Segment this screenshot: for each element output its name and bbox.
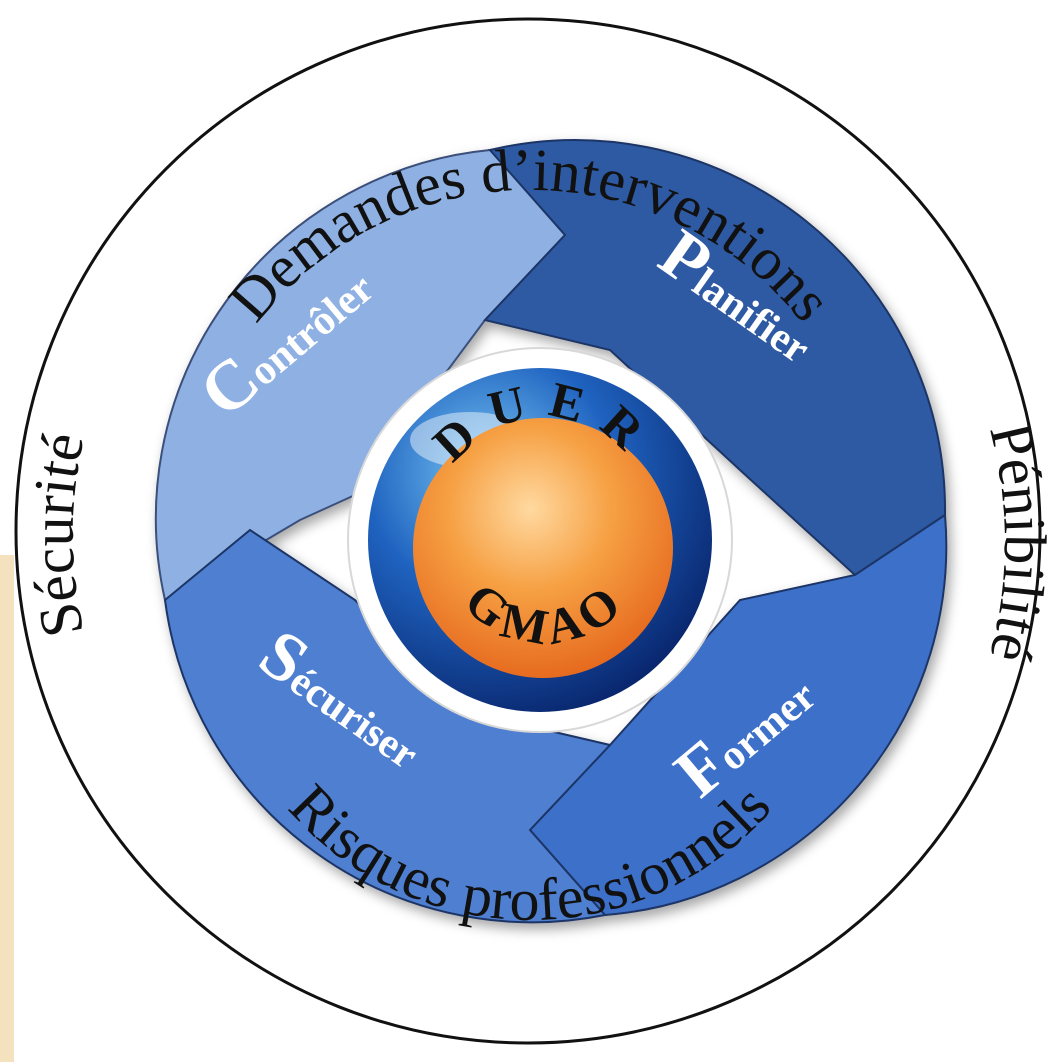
segment-controler [154,148,567,602]
segment-planifier [483,139,947,577]
segment-securiser [163,528,612,924]
side-decor-strip [0,555,14,1062]
core-orange [413,418,673,678]
segment-former [528,513,948,917]
outer-label-left: Sécurité [20,427,97,642]
